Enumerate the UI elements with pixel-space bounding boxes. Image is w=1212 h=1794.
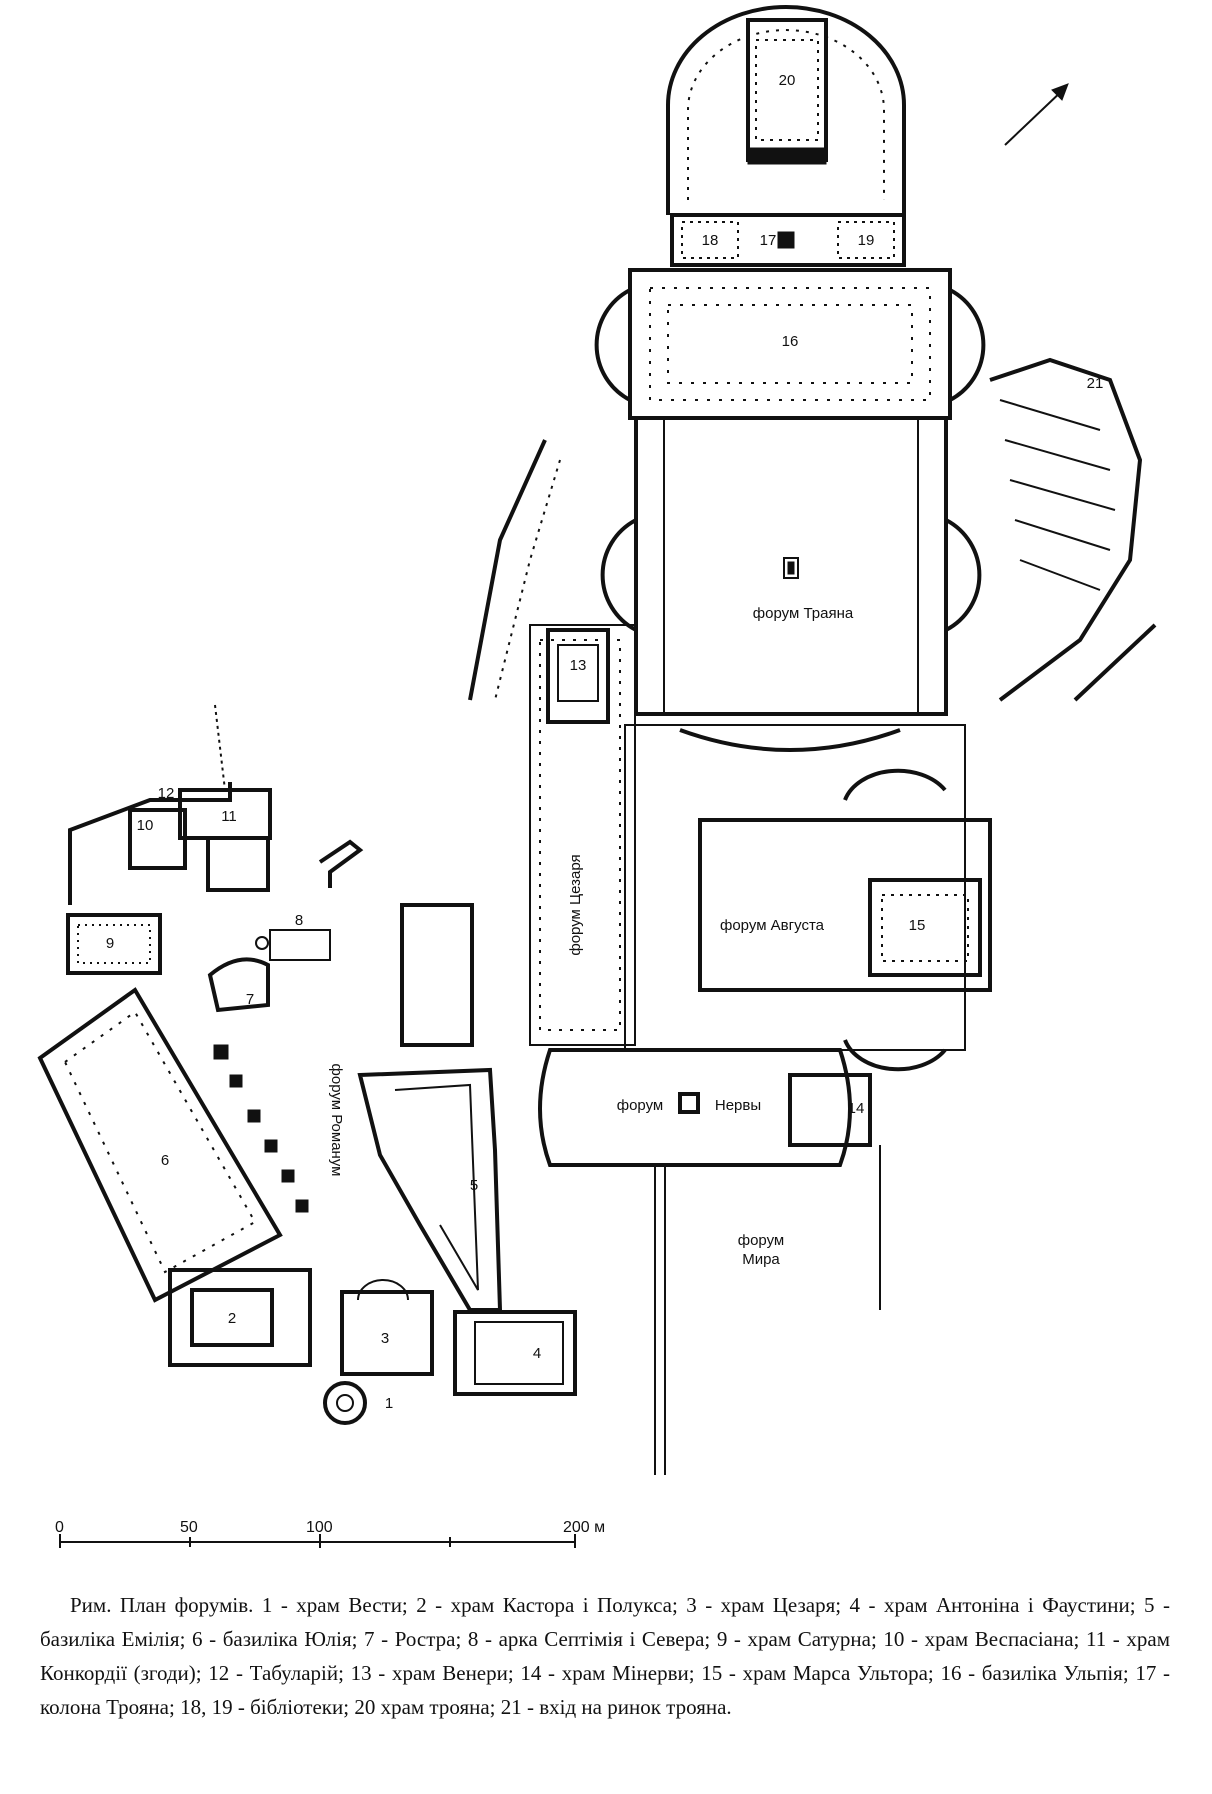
label-forum-romanum: форум Романум (328, 1064, 345, 1177)
label-18: 18 (702, 232, 719, 249)
label-8: 8 (295, 912, 303, 929)
label-20: 20 (779, 72, 796, 89)
west-boundary-walls (468, 439, 561, 701)
label-2: 2 (228, 1310, 236, 1327)
figure-caption: Рим. План форумів. 1 - храм Вести; 2 - х… (40, 1593, 1170, 1719)
north-arrow-icon (1004, 83, 1069, 146)
label-11: 11 (221, 808, 237, 825)
label-forum-nerva-a: форум (617, 1097, 664, 1114)
libraries-and-column (670, 213, 906, 267)
scale-bar: 0 50 100 200 м (55, 1519, 605, 1548)
forum-of-peace (654, 1145, 881, 1475)
label-7: 7 (246, 991, 254, 1008)
label-17: 17 (760, 232, 777, 249)
label-14: 14 (848, 1100, 865, 1117)
label-6: 6 (161, 1152, 169, 1169)
label-13: 13 (570, 657, 587, 674)
scale-tick-200: 200 м (563, 1519, 605, 1536)
label-19: 19 (858, 232, 875, 249)
label-forum-caesar: форум Цезаря (567, 854, 584, 955)
forum-plan-map: форум Траяна форум Цезаря форум Августа … (37, 5, 1157, 1548)
label-16: 16 (782, 333, 799, 350)
forum-of-trajan (600, 416, 982, 752)
scale-tick-50: 50 (180, 1519, 198, 1536)
scale-tick-100: 100 (306, 1519, 333, 1536)
label-15: 15 (909, 917, 926, 934)
label-21: 21 (1087, 375, 1104, 392)
label-forum-peace-a: форум (738, 1232, 785, 1249)
label-4: 4 (533, 1345, 541, 1362)
label-forum-nerva-b: Нервы (715, 1097, 761, 1114)
label-3: 3 (381, 1330, 389, 1347)
label-forum-trajan: форум Траяна (753, 605, 854, 622)
temple-of-trajan (666, 5, 906, 215)
label-forum-augustus: форум Августа (720, 917, 825, 934)
label-1: 1 (385, 1395, 393, 1412)
label-5: 5 (470, 1177, 478, 1194)
forum-of-nerva (538, 1048, 872, 1167)
forum-of-augustus (624, 724, 992, 1072)
forum-romanum (37, 704, 577, 1425)
scale-tick-0: 0 (55, 1519, 64, 1536)
label-9: 9 (106, 935, 114, 952)
markets-of-trajan (989, 357, 1157, 702)
label-10: 10 (137, 817, 154, 834)
label-forum-peace-b: Мира (742, 1251, 780, 1268)
forum-of-caesar (529, 624, 636, 1046)
label-12: 12 (158, 785, 175, 802)
